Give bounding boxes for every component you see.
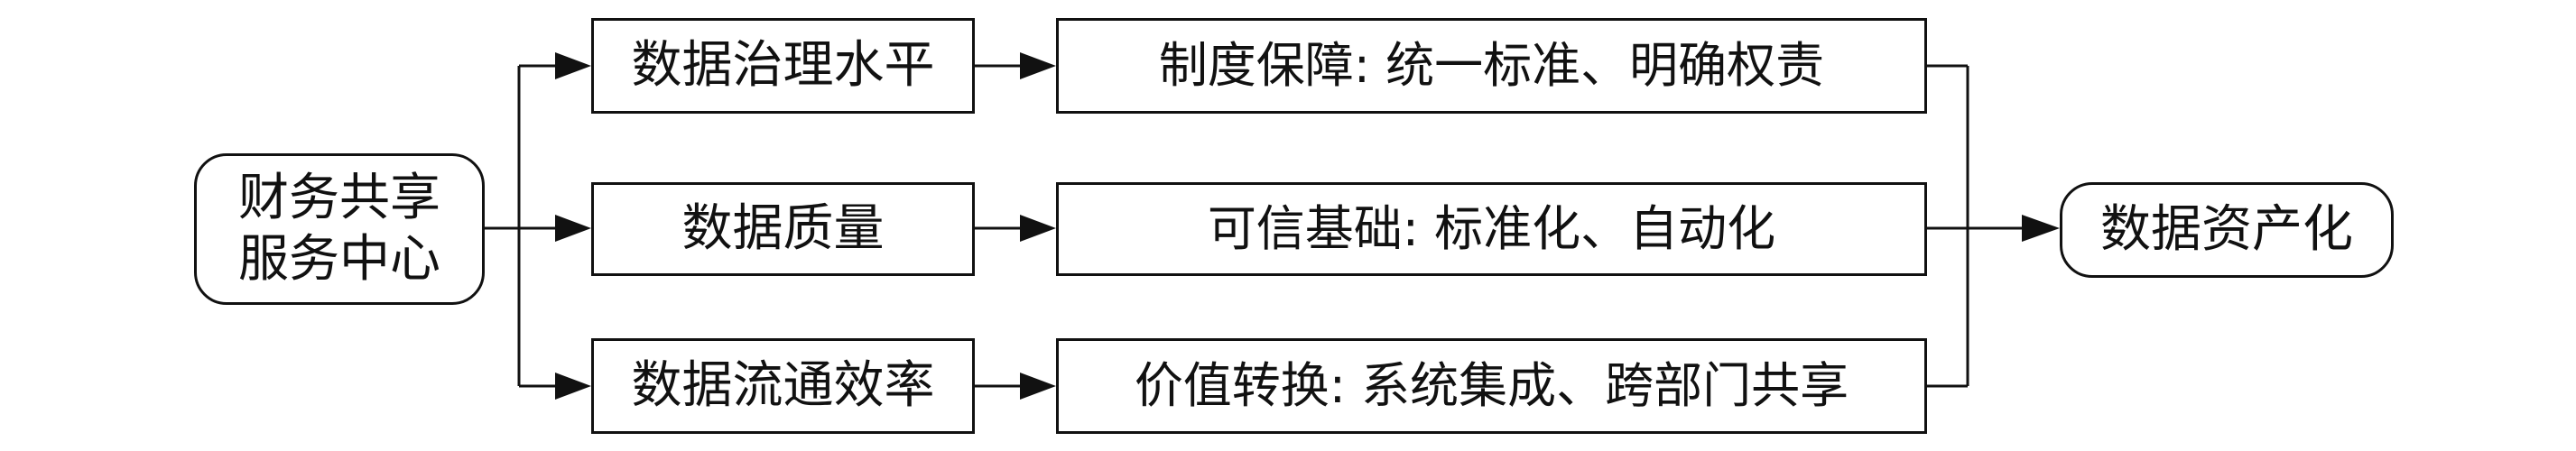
outcome-node-3: 价值转换: 系统集成、跨部门共享 bbox=[1056, 338, 1927, 434]
factor-to-outcome-arrows bbox=[975, 52, 1056, 400]
arrowhead-outcome-3 bbox=[1020, 373, 1056, 400]
factor-node-1: 数据治理水平 bbox=[591, 18, 975, 114]
source-label-line2: 服务中心 bbox=[238, 230, 440, 289]
source-node: 财务共享 服务中心 bbox=[194, 153, 485, 305]
factor-label: 数据流通效率 bbox=[631, 356, 935, 415]
outcome-label: 可信基础: 标准化、自动化 bbox=[1207, 200, 1776, 257]
outcome-label: 制度保障: 统一标准、明确权责 bbox=[1158, 37, 1825, 94]
merge-bracket bbox=[1927, 64, 2022, 388]
factor-node-3: 数据流通效率 bbox=[591, 338, 975, 434]
outcome-label: 价值转换: 系统集成、跨部门共享 bbox=[1134, 357, 1849, 414]
split-arrows bbox=[519, 52, 591, 400]
target-node: 数据资产化 bbox=[2060, 182, 2394, 278]
arrowhead-target bbox=[2022, 215, 2060, 242]
arrowhead-factor-2 bbox=[555, 215, 591, 242]
target-label: 数据资产化 bbox=[2100, 200, 2353, 259]
factor-node-2: 数据质量 bbox=[591, 182, 975, 276]
arrowhead-outcome-1 bbox=[1020, 52, 1056, 79]
outcome-node-1: 制度保障: 统一标准、明确权责 bbox=[1056, 18, 1927, 114]
factor-label: 数据质量 bbox=[681, 199, 885, 258]
arrowhead-factor-1 bbox=[555, 52, 591, 79]
factor-label: 数据治理水平 bbox=[631, 36, 935, 95]
source-label-line1: 财务共享 bbox=[238, 169, 440, 227]
arrowhead-factor-3 bbox=[555, 373, 591, 400]
arrowhead-outcome-2 bbox=[1020, 215, 1056, 242]
outcome-node-2: 可信基础: 标准化、自动化 bbox=[1056, 182, 1927, 276]
